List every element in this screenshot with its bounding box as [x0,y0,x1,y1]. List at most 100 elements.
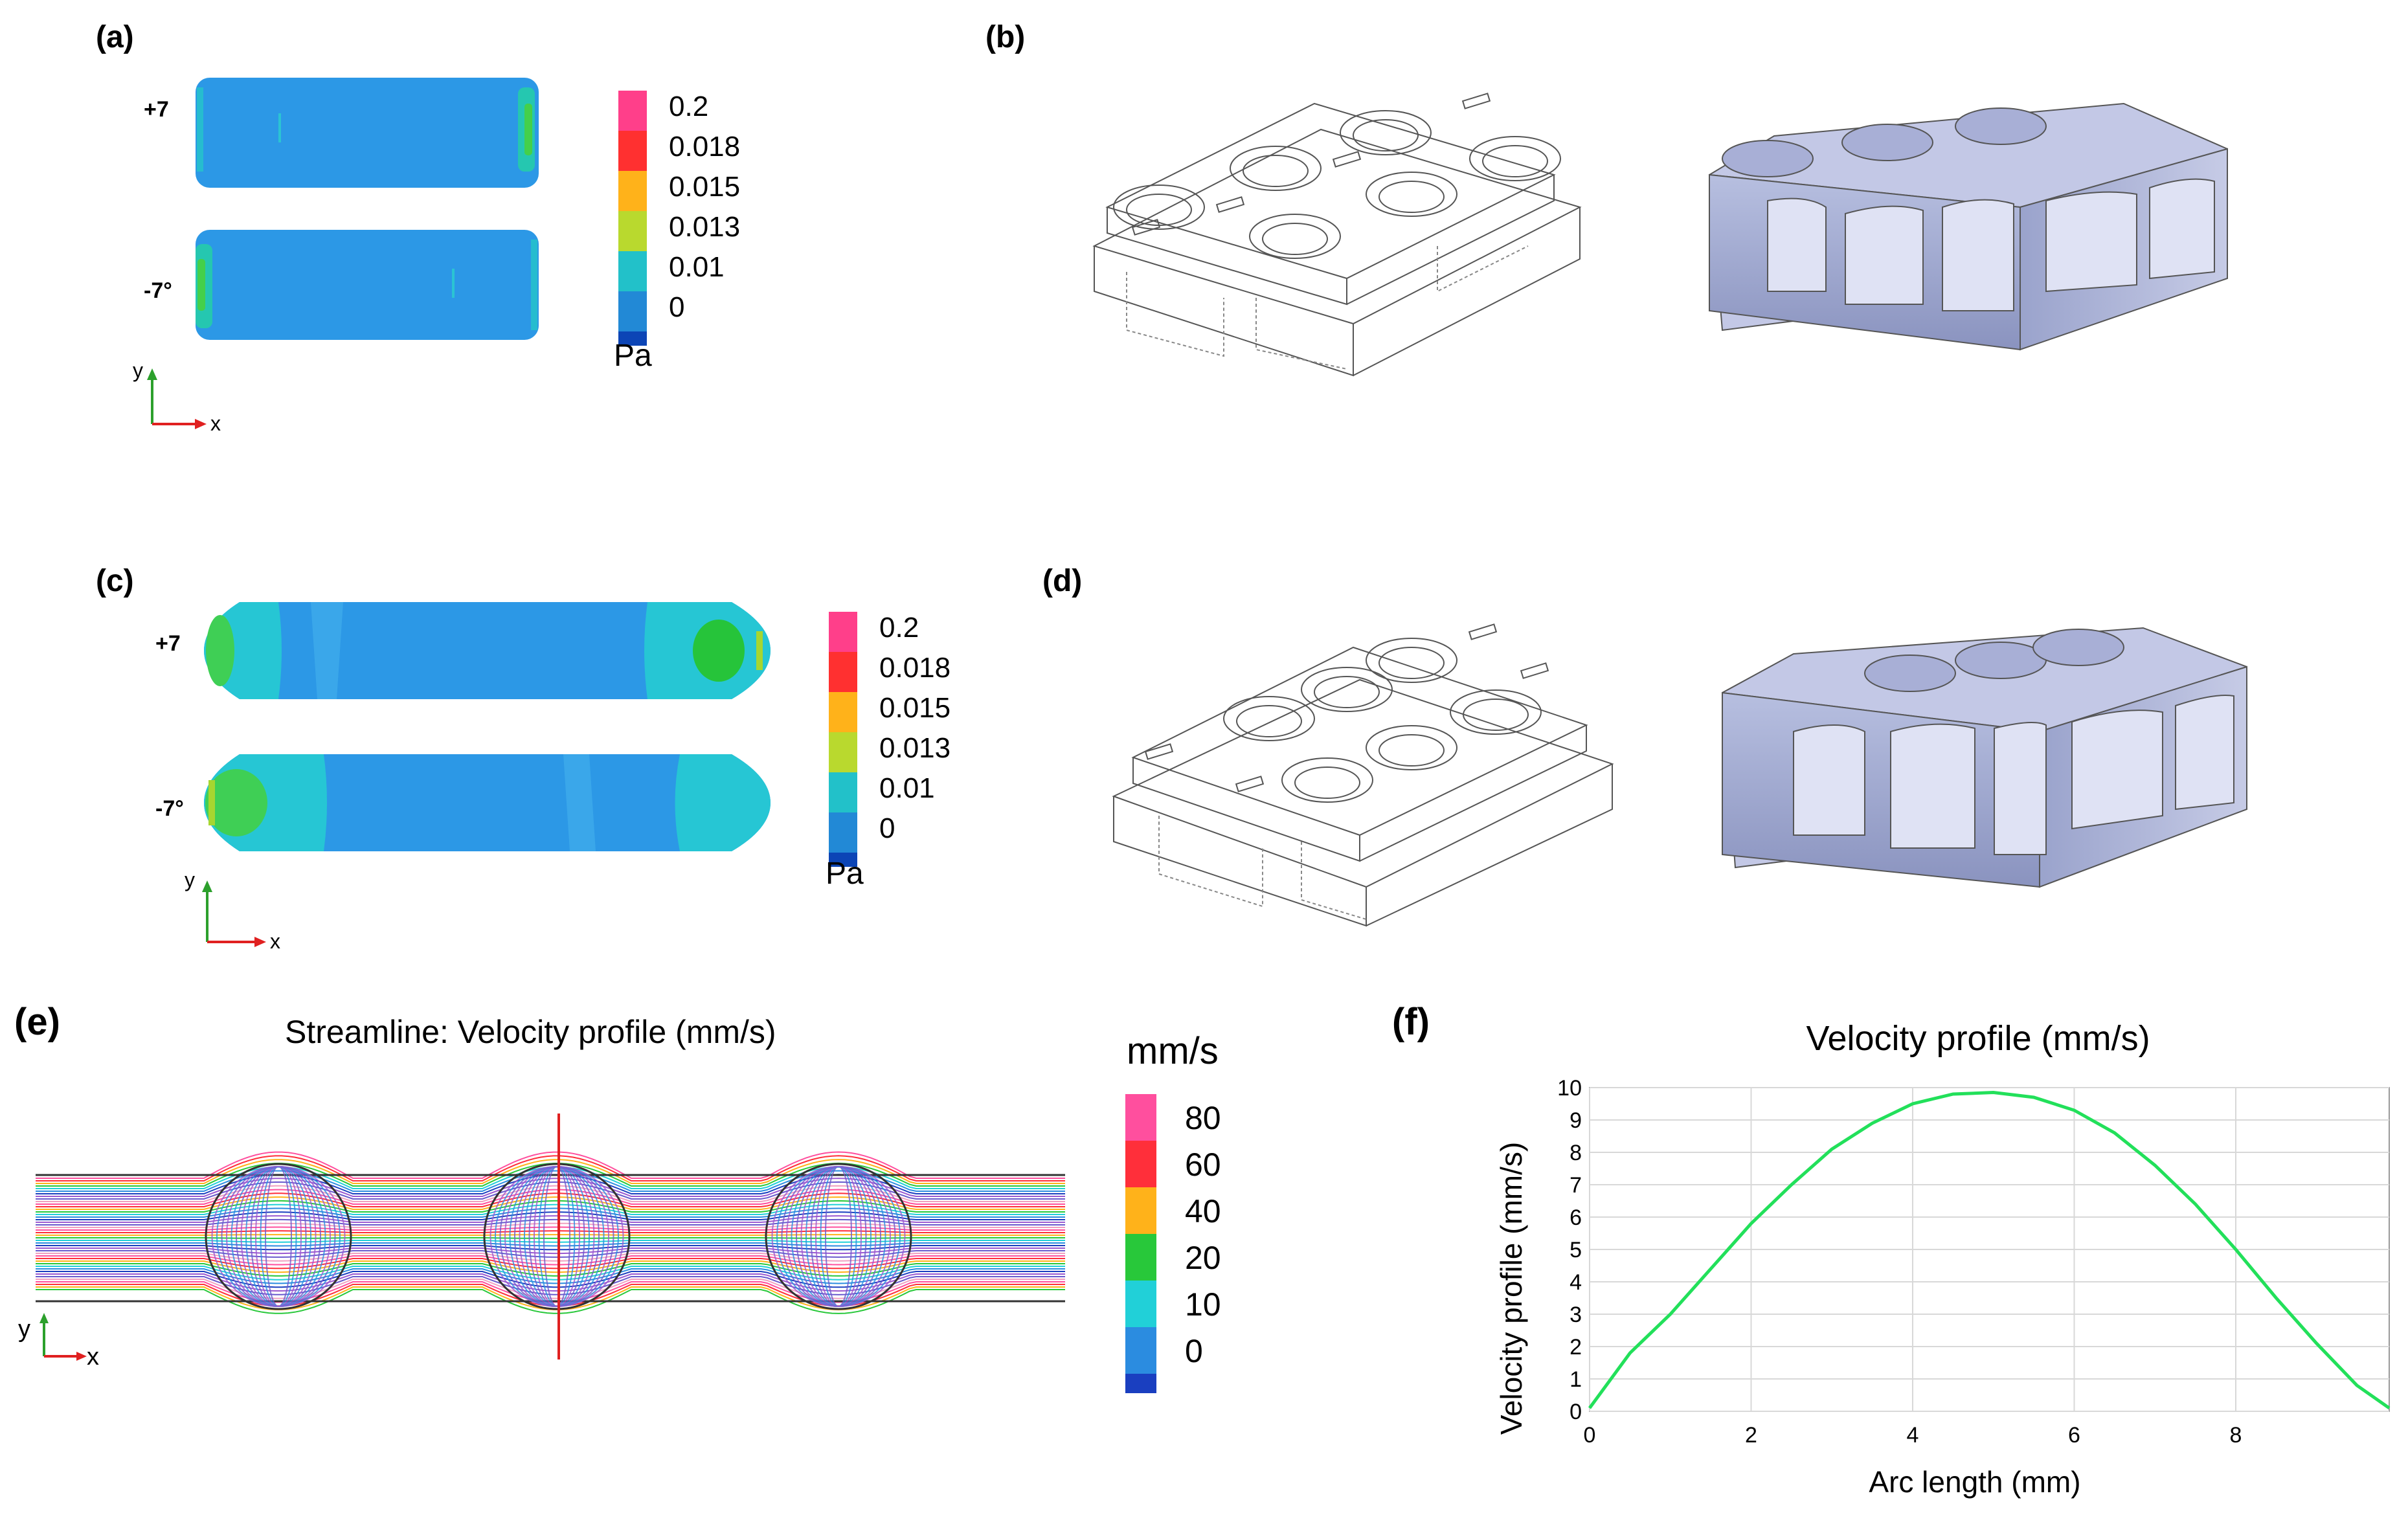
panel-a-unit: Pa [614,339,652,373]
streamline [36,1230,1065,1233]
chamber-swirl [240,1166,317,1307]
axis-icon-y-e: y [18,1315,30,1343]
chamber-swirl [534,1166,580,1307]
chamber-swirl [815,1166,862,1307]
x-tick-label: 8 [2230,1423,2242,1448]
chamber-swirl [810,1166,867,1307]
x-tick-label: 0 [1584,1423,1596,1448]
legend-c-tick-4: 0.01 [879,772,935,804]
legend-a-tick-4: 0.01 [669,251,725,283]
legend-e-tick-2: 40 [1185,1193,1221,1229]
axis-icon-x-e: x [87,1343,99,1371]
panel-e-streamline-plot [36,1114,1065,1360]
chamber-swirl [786,1166,891,1307]
streamline [36,1207,1065,1218]
streamline [36,1151,1065,1179]
panel-b-3d-section [1708,102,2228,351]
legend-c-tick-0: 0.2 [879,612,919,643]
streamline [36,1266,1065,1281]
y-tick-label: 4 [1570,1270,1582,1295]
panel-a-angle-pos: +7 [144,97,169,122]
streamline [36,1159,1065,1184]
axis-icon-x-c: x [270,930,280,948]
panel-c-unit: Pa [826,856,864,891]
chamber-swirl [211,1166,346,1307]
legend-c-tick-5: 0 [879,812,895,844]
chamber-swirl [543,1166,570,1307]
chart-title: Velocity profile (mm/s) [1806,1019,2150,1058]
x-tick-label: 6 [2068,1423,2080,1448]
streamline [36,1203,1065,1215]
streamline [36,1181,1065,1200]
chamber-swirl [781,1166,896,1307]
chamber-swirl [800,1166,877,1307]
chamber-swirl [776,1166,901,1307]
channel-plus7 [196,78,539,188]
legend-a-tick-2: 0.015 [669,171,741,203]
streamline [36,1258,1065,1270]
long-channel-minus7 [204,754,771,851]
panel-c-shear-stress-plot [204,602,771,851]
streamline [36,1155,1065,1181]
panel-a-label: (a) [96,20,134,54]
legend-c-tick-3: 0.013 [879,732,951,764]
x-tick-label: 2 [1745,1423,1757,1448]
streamline [36,1255,1065,1266]
legend-e-tick-3: 20 [1185,1240,1221,1276]
y-tick-label: 0 [1570,1400,1582,1424]
chamber-swirl [771,1166,906,1307]
streamline [36,1200,1065,1213]
chamber-swirl [825,1166,852,1307]
chamber-swirl [528,1166,585,1307]
panel-c-angle-pos: +7 [155,631,181,656]
panel-a-shear-stress-plot [196,78,539,340]
chamber-swirl [236,1166,321,1307]
chamber-swirl [519,1166,595,1307]
y-tick-label: 10 [1557,1076,1582,1101]
y-tick-label: 6 [1570,1205,1582,1230]
streamline [36,1289,1065,1314]
streamline [36,1240,1065,1243]
legend-e-tick-1: 60 [1185,1147,1221,1183]
legend-a-tick-5: 0 [669,291,685,323]
long-channel-plus7 [204,602,771,699]
y-tick-label: 2 [1570,1335,1582,1360]
legend-c-tick-2: 0.015 [879,692,951,724]
chamber-swirl [504,1166,609,1307]
chamber-swirl [796,1166,881,1307]
y-tick-label: 8 [1570,1141,1582,1165]
chamber-swirl [265,1166,292,1307]
panel-f-label: (f) [1392,1001,1430,1043]
legend-c-tick-1: 0.018 [879,652,951,684]
y-tick-label: 9 [1570,1108,1582,1133]
chamber-swirl [495,1166,619,1307]
panel-c-angle-neg: -7° [155,796,184,821]
streamline [36,1185,1065,1202]
x-axis-label: Arc length (mm) [1869,1465,2080,1499]
axis-icon-x: x [210,412,221,431]
y-tick-label: 7 [1570,1173,1582,1198]
streamline [36,1192,1065,1207]
chamber-swirl [216,1166,341,1307]
y-tick-label: 5 [1570,1238,1582,1262]
panel-d-wireframe-plate [1112,623,1614,927]
panel-b-label: (b) [985,20,1026,54]
chamber-swirl [255,1166,302,1307]
panel-a-angle-neg: -7° [144,278,172,303]
x-tick-label: 4 [1907,1423,1919,1448]
legend-e-tick-5: 0 [1185,1333,1203,1369]
panel-b-wireframe-plate [1092,93,1582,377]
streamline [36,1242,1065,1247]
streamline [36,1273,1065,1292]
legend-a-tick-1: 0.018 [669,131,741,162]
y-axis-label: Velocity profile (mm/s) [1494,1142,1528,1435]
axis-icon-y-c: y [185,868,195,891]
streamline [36,1226,1065,1231]
chamber-swirl [221,1166,336,1307]
axis-icon-y: y [133,359,143,382]
chamber-swirl [226,1166,331,1307]
chamber-swirl [514,1166,600,1307]
legend-a-tick-3: 0.013 [669,211,741,243]
